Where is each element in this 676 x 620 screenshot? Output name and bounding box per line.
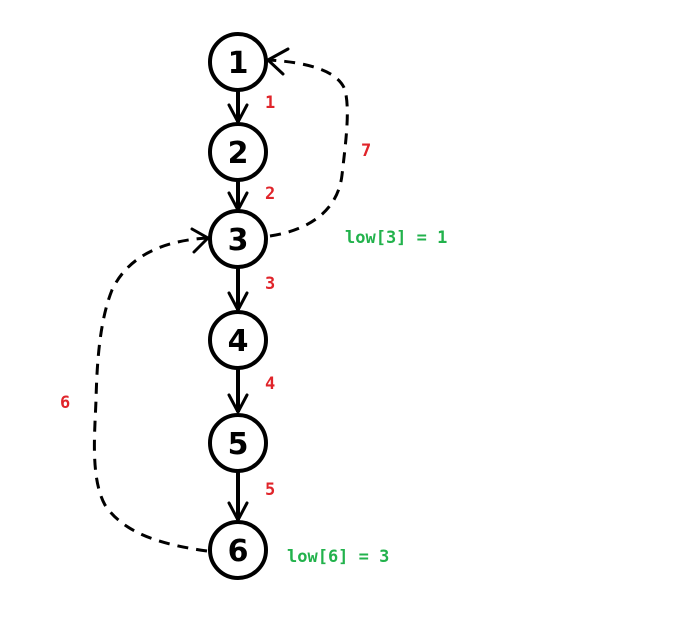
- node-6[interactable]: 6: [208, 520, 268, 580]
- node-1-label: 1: [228, 46, 249, 81]
- edge-order-labels: 1 2 3 4 5 6 7: [60, 93, 371, 500]
- node-5[interactable]: 5: [208, 413, 268, 473]
- edge-order-4: 4: [265, 374, 275, 394]
- tree-edge-5-6: [227, 471, 249, 522]
- node-2[interactable]: 2: [208, 122, 268, 182]
- node-1[interactable]: 1: [208, 32, 268, 92]
- back-edge-3-1: [266, 47, 349, 238]
- low-3-annotation: low[3] = 1: [345, 228, 447, 248]
- node-3-label: 3: [228, 223, 249, 258]
- node-4[interactable]: 4: [208, 310, 268, 370]
- low-annotations: low[3] = 1 low[6] = 3: [287, 228, 447, 567]
- back-edges: [92, 47, 349, 553]
- tree-edge-3-4: [227, 267, 249, 312]
- edge-order-7: 7: [361, 141, 371, 161]
- edge-order-3: 3: [265, 274, 275, 294]
- tree-edge-1-2: [227, 90, 249, 124]
- node-6-label: 6: [228, 534, 249, 569]
- edge-order-5: 5: [265, 480, 275, 500]
- edge-order-6: 6: [60, 393, 70, 413]
- node-5-label: 5: [228, 427, 249, 462]
- node-4-label: 4: [228, 324, 249, 359]
- back-edge-6-3: [92, 227, 210, 553]
- node-3[interactable]: 3: [208, 209, 268, 269]
- edge-order-2: 2: [265, 184, 275, 204]
- low-6-annotation: low[6] = 3: [287, 547, 389, 567]
- edge-order-1: 1: [265, 93, 275, 113]
- tree-edge-4-5: [227, 368, 249, 414]
- node-2-label: 2: [228, 136, 249, 171]
- tree-edge-2-3: [227, 180, 249, 212]
- nodes: 1 2 3 4 5 6: [208, 32, 268, 580]
